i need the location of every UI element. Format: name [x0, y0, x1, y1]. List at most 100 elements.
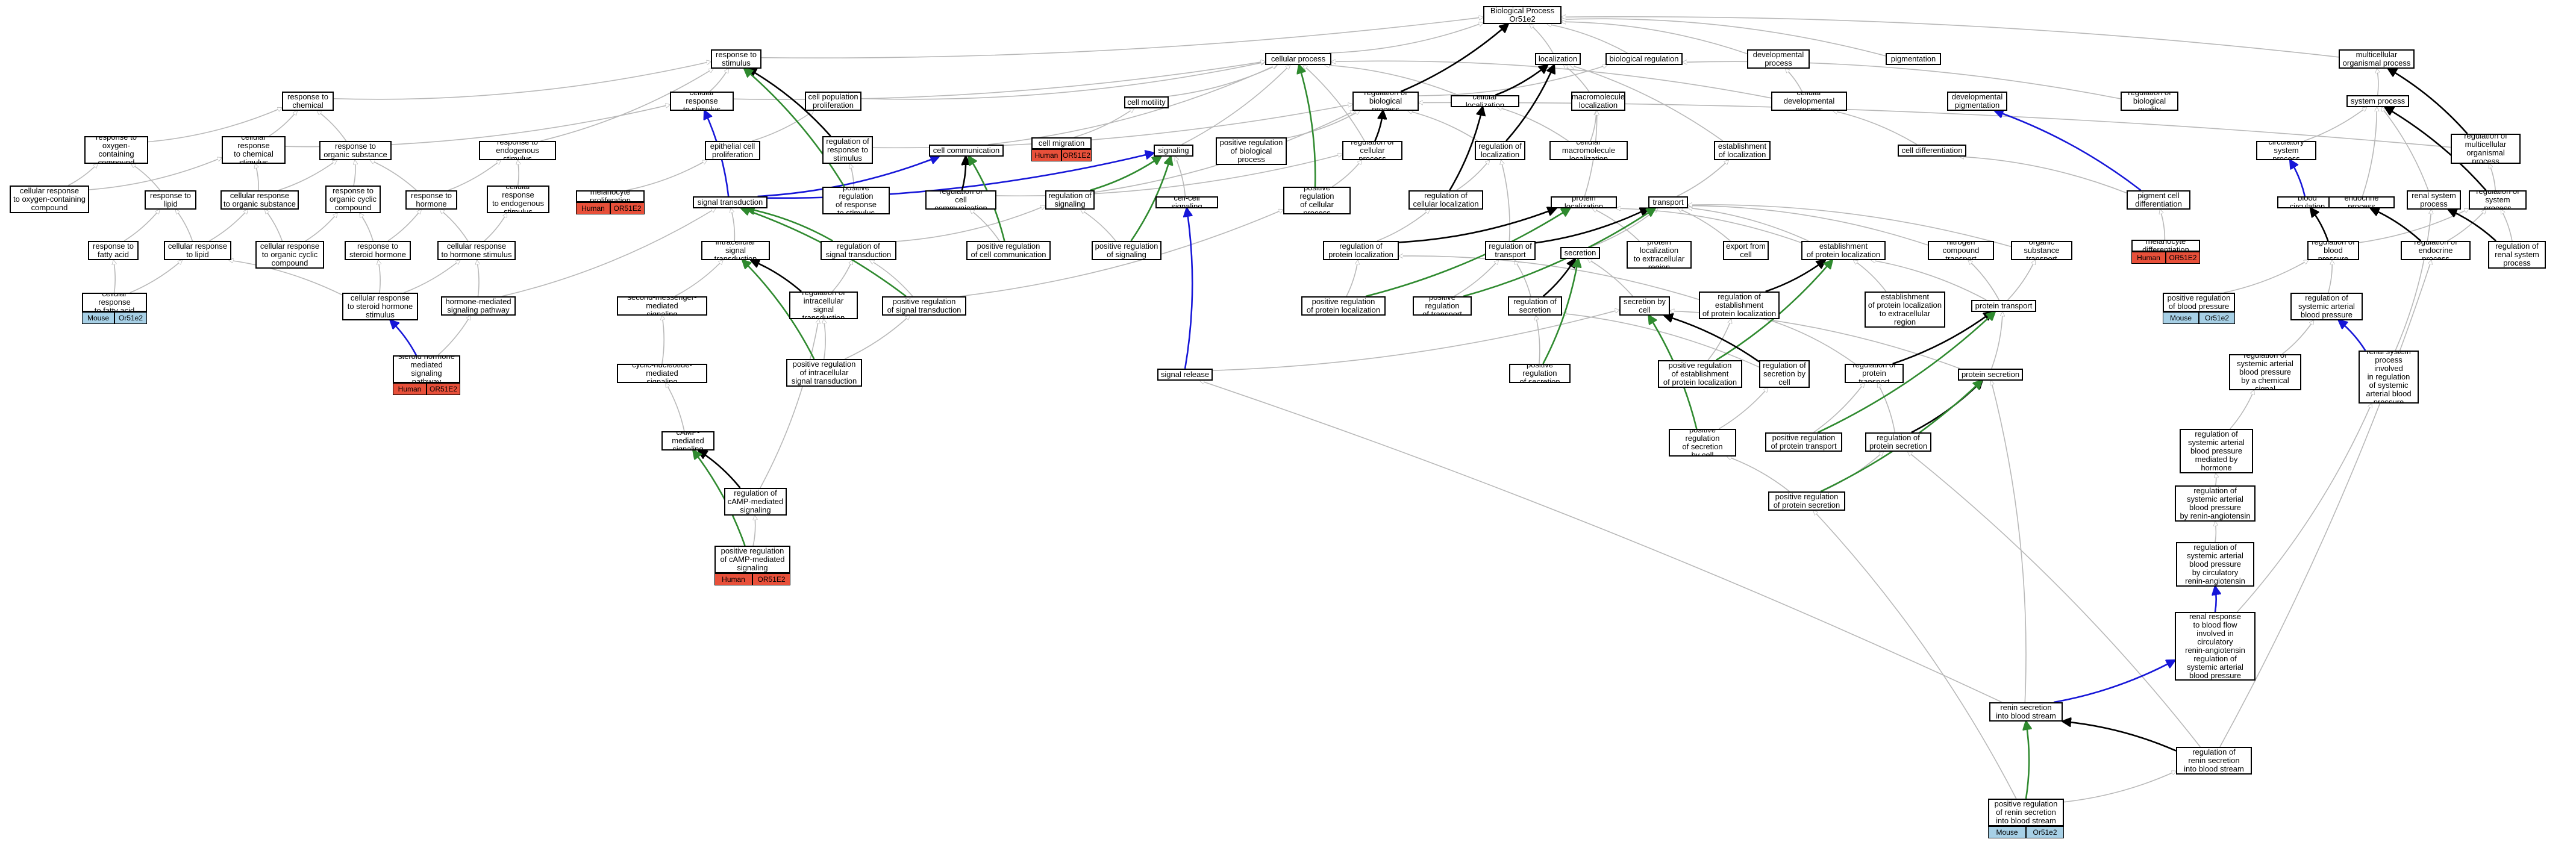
go-term-secmsg[interactable]: second-messenger-mediated signaling [617, 296, 707, 316]
go-term-estprotlocext[interactable]: establishment of protein localization to… [1865, 292, 1945, 328]
go-term-regcellloc[interactable]: regulation of cellular localization [1408, 190, 1483, 210]
go-term-camp[interactable]: cAMP-mediated signaling [661, 431, 714, 450]
go-term-regintrasig[interactable]: regulation of intracellular signal trans… [789, 292, 858, 319]
go-term-posregintrasig[interactable]: positive regulation of intracellular sig… [786, 359, 862, 387]
go-term-regbloodpres[interactable]: regulation of blood pressure [2307, 241, 2359, 260]
go-term-nitrogen[interactable]: nitrogen compound transport [1928, 241, 1994, 260]
go-term-protsecretion[interactable]: protein secretion [1958, 369, 2023, 381]
go-term-bioreg[interactable]: biological regulation [1605, 53, 1683, 65]
go-term-regprotloc[interactable]: regulation of protein localization [1323, 241, 1399, 260]
go-term-regsysarthorm[interactable]: regulation of systemic arterial blood pr… [2180, 429, 2253, 473]
go-term-posregsigtrans[interactable]: positive regulation of signal transducti… [882, 296, 966, 316]
go-term-respchem[interactable]: response to chemical [282, 92, 334, 111]
go-term-regcellproc[interactable]: regulation of cellular process [1342, 141, 1402, 160]
go-term-sysproc[interactable]: system process [2346, 95, 2409, 107]
go-term-pigmentation[interactable]: pigmentation [1886, 53, 1941, 65]
go-term-resplipid[interactable]: response to lipid [145, 190, 196, 210]
go-term-cellcomm[interactable]: cell communication [929, 145, 1004, 157]
go-term-transport[interactable]: transport [1648, 196, 1688, 208]
go-term-posregbloodpres[interactable]: positive regulation of blood pressure [2163, 293, 2235, 312]
go-term-regloc[interactable]: regulation of localization [1475, 141, 1525, 160]
go-term-cellrespoxy[interactable]: cellular response to oxygen-containing c… [10, 186, 89, 213]
go-term-posregsecretion[interactable]: positive regulation of secretion [1509, 364, 1571, 383]
go-term-regsysproc[interactable]: regulation of system process [2469, 190, 2527, 210]
go-term-regbioqual[interactable]: regulation of biological quality [2121, 92, 2178, 111]
go-term-cellmacroloc[interactable]: cellular macromolecule localization [1549, 141, 1628, 160]
go-term-devpig[interactable]: developmental pigmentation [1947, 92, 2007, 111]
go-term-multiorg[interactable]: multicellular organismal process [2339, 49, 2415, 69]
go-term-posregcamp[interactable]: positive regulation of cAMP-mediated sig… [714, 546, 790, 573]
go-term-celldiff[interactable]: cell differentiation [1898, 145, 1966, 157]
go-term-estloc[interactable]: establishment of localization [1714, 141, 1771, 160]
go-term-reninsec[interactable]: renin secretion into blood stream [1989, 702, 2063, 722]
go-term-posregbp[interactable]: positive regulation of biological proces… [1216, 137, 1287, 165]
go-term-resporg[interactable]: response to organic substance [319, 141, 392, 160]
go-term-cellloc[interactable]: cellular localization [1451, 95, 1519, 107]
go-term-cellmig[interactable]: cell migration [1031, 137, 1092, 149]
go-term-resphorm[interactable]: response to hormone [405, 190, 457, 210]
go-term-cellmot[interactable]: cell motility [1124, 96, 1169, 108]
go-term-cellresporgcyc[interactable]: cellular response to organic cyclic comp… [255, 241, 324, 269]
go-term-posregcellcomm[interactable]: positive regulation of cell communicatio… [966, 241, 1051, 260]
go-term-regendoproc[interactable]: regulation of endocrine process [2401, 241, 2471, 260]
go-term-signaling[interactable]: signaling [1154, 145, 1193, 157]
go-term-renalsysreg[interactable]: renal system process involved in regulat… [2359, 351, 2419, 404]
go-term-macroloc[interactable]: macromolecule localization [1571, 92, 1625, 111]
go-term-renalresp[interactable]: renal response to blood flow involved in… [2175, 612, 2256, 681]
go-term-estprotloc[interactable]: establishment of protein localization [1801, 241, 1886, 260]
go-term-regsig[interactable]: regulation of signaling [1045, 190, 1095, 210]
go-term-posregprotsecretion[interactable]: positive regulation of protein secretion [1768, 491, 1845, 511]
go-term-regsecretion[interactable]: regulation of secretion [1508, 296, 1562, 316]
go-term-localization[interactable]: localization [1535, 53, 1581, 65]
go-term-cellresphorm[interactable]: cellular response to hormone stimulus [437, 241, 516, 260]
go-term-respstim[interactable]: response to stimulus [711, 49, 761, 69]
go-term-respfatty[interactable]: response to fatty acid [88, 241, 139, 260]
go-term-regestprotloc[interactable]: regulation of establishment of protein l… [1699, 292, 1780, 319]
go-term-regsysartcirc[interactable]: regulation of systemic arterial blood pr… [2176, 542, 2254, 587]
go-term-respoxy[interactable]: response to oxygen-containing compound [84, 136, 148, 164]
go-term-protlocext[interactable]: protein localization to extracellular re… [1627, 241, 1692, 269]
go-term-circsys[interactable]: circulatory system process [2256, 141, 2316, 160]
go-term-regsysartchem[interactable]: regulation of systemic arterial blood pr… [2229, 354, 2301, 390]
go-term-regprotsecretion[interactable]: regulation of protein secretion [1865, 432, 1931, 452]
go-term-endoproc[interactable]: endocrine process [2328, 196, 2395, 208]
go-term-respsteroid[interactable]: response to steroid hormone [345, 241, 411, 260]
go-term-sigtrans[interactable]: signal transduction [693, 196, 767, 208]
go-term-cycnuc[interactable]: cyclic-nucleotide-mediated signaling [617, 364, 707, 383]
go-term-intrasig[interactable]: intracellular signal transduction [701, 241, 770, 260]
go-term-orgsubst[interactable]: organic substance transport [2011, 241, 2072, 260]
go-term-bp[interactable]: Biological Process Or51e2 [1483, 6, 1562, 24]
go-term-regtransport[interactable]: regulation of transport [1485, 241, 1536, 260]
go-term-hormsig[interactable]: hormone-mediated signaling pathway [441, 296, 516, 316]
go-term-cellresp[interactable]: cellular response to stimulus [670, 92, 734, 111]
go-term-cellpop[interactable]: cell population proliferation [805, 92, 861, 111]
go-term-regreninsec[interactable]: regulation of renin secretion into blood… [2176, 747, 2252, 775]
go-term-renalsys[interactable]: renal system process [2407, 190, 2461, 210]
go-term-cellrespsteroid[interactable]: cellular response to steroid hormone sti… [342, 293, 418, 320]
go-term-cellrespfatty[interactable]: cellular response to fatty acid [82, 293, 147, 312]
go-term-cellrespchem[interactable]: cellular response to chemical stimulus [222, 136, 286, 164]
go-term-devproc[interactable]: developmental process [1747, 49, 1810, 69]
go-term-regsigtrans[interactable]: regulation of signal transduction [821, 241, 896, 260]
go-term-celldevproc[interactable]: cellular developmental process [1771, 92, 1847, 111]
go-term-cellresplipid[interactable]: cellular response to lipid [164, 241, 231, 260]
go-term-regbp[interactable]: regulation of biological process [1352, 92, 1419, 111]
go-term-exportcell[interactable]: export from cell [1723, 241, 1769, 260]
go-term-regsysartrenin[interactable]: regulation of systemic arterial blood pr… [2175, 485, 2256, 522]
go-term-posregprottransport[interactable]: positive regulation of protein transport [1765, 432, 1842, 452]
go-term-protloc[interactable]: protein localization [1551, 196, 1617, 208]
go-term-respendo[interactable]: response to endogenous stimulus [479, 141, 556, 160]
go-term-signalrelease[interactable]: signal release [1157, 369, 1213, 381]
go-term-prottransport[interactable]: protein transport [1971, 300, 2036, 312]
go-term-posregreninsec[interactable]: positive regulation of renin secretion i… [1988, 799, 2064, 826]
go-term-regrespstim[interactable]: regulation of response to stimulus [822, 136, 873, 164]
go-term-regcamp[interactable]: regulation of cAMP-mediated signaling [724, 488, 787, 516]
go-term-melanodiff[interactable]: melanocyte differentiation [2131, 240, 2200, 252]
go-term-melprolif[interactable]: melanocyte proliferation [576, 190, 645, 202]
go-term-posregcellproc[interactable]: positive regulation of cellular process [1283, 187, 1351, 214]
go-term-posregresp[interactable]: positive regulation of response to stimu… [822, 187, 890, 214]
go-term-cellproc[interactable]: cellular process [1265, 53, 1331, 65]
go-term-posregtransport[interactable]: positive regulation of transport [1413, 296, 1472, 316]
go-term-regprottransport[interactable]: regulation of protein transport [1845, 364, 1904, 383]
go-term-regsysart[interactable]: regulation of systemic arterial blood pr… [2290, 293, 2363, 320]
